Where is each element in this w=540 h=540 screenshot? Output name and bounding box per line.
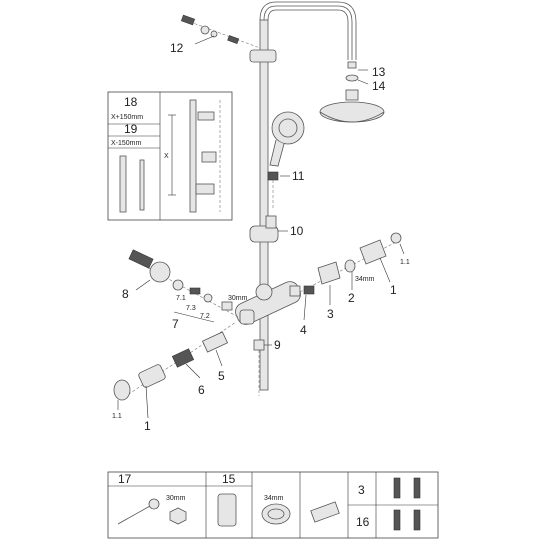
- right-parts: [299, 232, 402, 295]
- callout-1-right: 1: [390, 283, 397, 297]
- slider: [249, 215, 279, 243]
- callout-1-lower: 1: [144, 419, 151, 433]
- callout-11: 11: [292, 169, 305, 183]
- hose-nut: [267, 171, 279, 210]
- inset-item-19-note: X-150mm: [111, 140, 142, 147]
- wall-bracket-kit: [180, 14, 277, 63]
- callout-6: 6: [198, 383, 205, 397]
- table-col-15-size: 34mm: [264, 495, 284, 502]
- callout-1-1-right: 1.1: [400, 259, 410, 266]
- callout-2: 2: [348, 291, 355, 305]
- dimension-30mm: 30mm: [228, 295, 248, 302]
- dimension-x: X: [164, 153, 169, 160]
- hand-shower: [269, 111, 305, 167]
- thermostat-body: [235, 281, 301, 325]
- callout-5: 5: [218, 369, 225, 383]
- head-shower: [319, 61, 385, 123]
- table-col-17-size: 30mm: [166, 495, 186, 502]
- lower-parts: [113, 321, 265, 401]
- table-col-15: 15: [222, 472, 236, 486]
- inset-box: [107, 91, 233, 221]
- callout-8: 8: [122, 287, 129, 301]
- callout-7-3: 7.3: [186, 305, 196, 312]
- inset-item-19: 19: [124, 122, 138, 136]
- callout-7: 7: [172, 317, 179, 331]
- callout-13: 13: [372, 65, 386, 79]
- callout-9: 9: [274, 338, 281, 352]
- left-parts: [128, 249, 241, 319]
- inset-item-18: 18: [124, 95, 138, 109]
- callout-12: 12: [170, 41, 184, 55]
- tools-table: [107, 471, 439, 539]
- callout-7-1: 7.1: [176, 295, 186, 302]
- callout-14: 14: [372, 79, 386, 93]
- riser-pipe: [259, 1, 357, 391]
- callout-3: 3: [327, 307, 334, 321]
- table-row-3: 3: [358, 483, 365, 497]
- table-row-16: 16: [356, 515, 370, 529]
- inset-item-18-note: X+150mm: [111, 114, 143, 121]
- callout-1-1-lower: 1.1: [112, 413, 122, 420]
- dimension-34mm: 34mm: [355, 276, 375, 283]
- callout-4: 4: [300, 323, 307, 337]
- callout-10: 10: [290, 224, 304, 238]
- table-col-17: 17: [118, 472, 132, 486]
- callout-7-2: 7.2: [200, 313, 210, 320]
